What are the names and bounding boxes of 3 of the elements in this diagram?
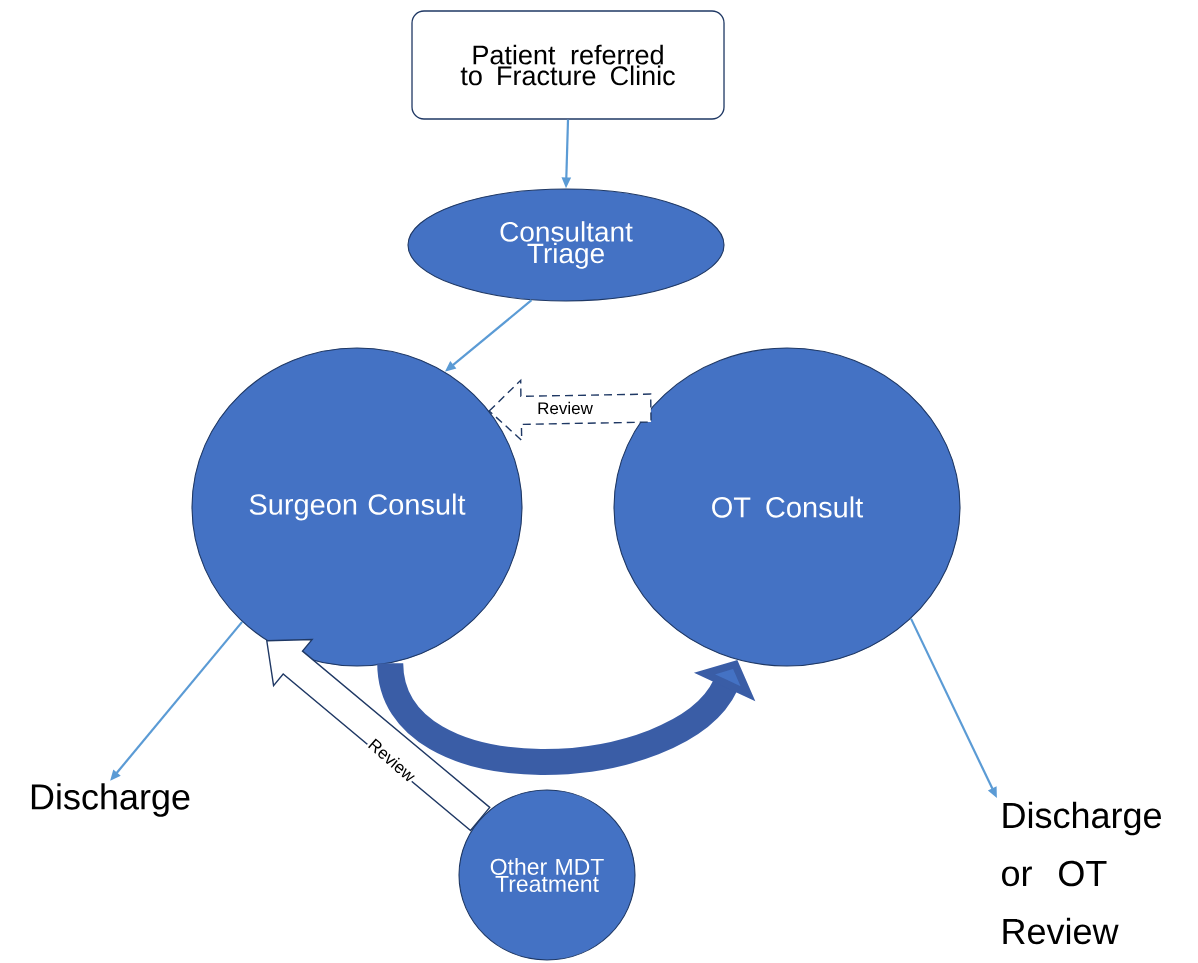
process-box: Patient referred to Fracture Clinic — [411, 10, 725, 120]
outcome-text: Discharge — [31, 783, 190, 817]
outcome-text: Discharge or OT Review — [1002, 801, 1161, 945]
